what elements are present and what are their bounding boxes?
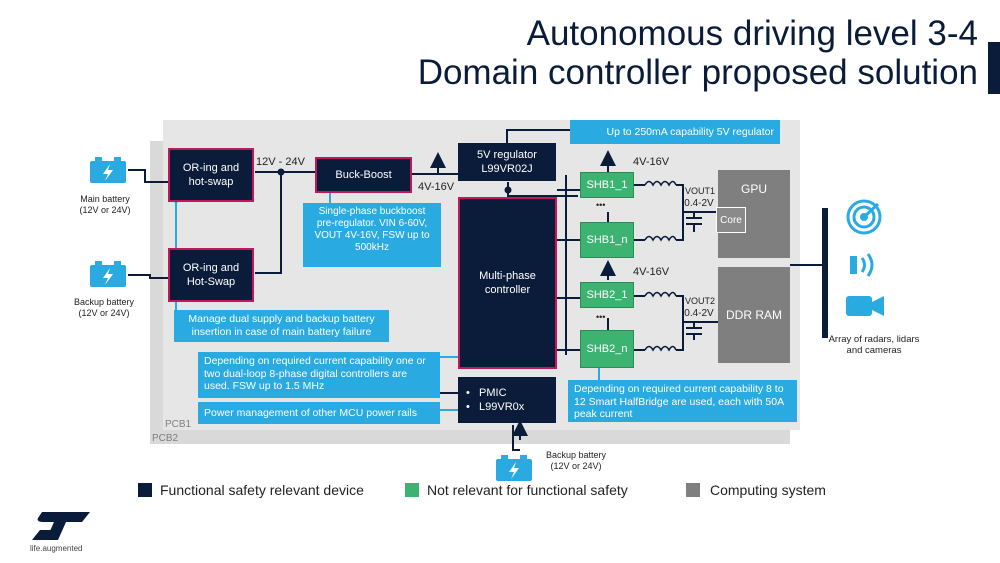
vout2-label: VOUT2: [684, 296, 715, 306]
vout1-label: VOUT1: [684, 186, 715, 196]
note-power-management: Power management of other MCU power rail…: [198, 402, 440, 424]
note-buckboost: Single-phase buckboost pre-regulator. VI…: [303, 203, 441, 267]
backup-battery-bottom-label: Backup battery (12V or 24V): [545, 450, 607, 471]
legend-swatch-not-relevant: [405, 483, 419, 497]
main-battery-label: Main battery (12V or 24V): [79, 194, 131, 215]
buck-boost: Buck-Boost: [315, 157, 412, 193]
note-dual-supply: Manage dual supply and backup battery in…: [174, 310, 389, 342]
shb1-voltage: 4V-16V: [633, 156, 670, 168]
shb2-dots: •••: [596, 312, 606, 322]
lidar-icon: [850, 253, 874, 277]
pcb2-label: PCB2: [152, 433, 179, 444]
legend-label-computing: Computing system: [710, 482, 826, 498]
gpu-core: Core: [716, 207, 746, 233]
title-accent-bar: [988, 42, 1000, 94]
note-current-capability: Depending on required current capability…: [198, 352, 440, 398]
camera-icon: [846, 296, 884, 316]
sensors-label: Array of radars, lidars and cameras: [828, 334, 920, 356]
shb2-voltage: 4V-16V: [633, 266, 670, 278]
inductor-icon: [644, 180, 677, 352]
legend-swatch-computing: [686, 483, 700, 497]
pmic-line1: • PMIC: [466, 387, 507, 399]
radar-icon: [846, 199, 882, 235]
battery-icon: [90, 157, 126, 183]
oring-hotswap-main: OR-ing and hot-swap: [168, 148, 254, 202]
shb1-dots: •••: [596, 200, 606, 210]
pcb1-label: PCB1: [165, 419, 192, 430]
pmic-line2: • L99VR0x: [466, 401, 525, 413]
battery-icon: [496, 455, 532, 481]
shb2-1: SHB2_1: [580, 282, 634, 308]
gpu-label: GPU: [740, 182, 767, 196]
regulator-5v-line2: L99VR02J: [481, 163, 533, 175]
regulator-5v-line1: 5V regulator: [477, 149, 537, 161]
backup-battery-left-label: Backup battery (12V or 24V): [73, 297, 135, 318]
note-halfbridge: Depending on required current capability…: [568, 380, 797, 422]
ddr-ram-block: DDR RAM: [718, 267, 790, 363]
pmic: • PMIC • L99VR0x: [458, 377, 556, 423]
legend-label-functional-safety: Functional safety relevant device: [160, 482, 364, 498]
legend-swatch-functional-safety: [138, 483, 152, 497]
buckboost-out-voltage: 4V-16V: [418, 181, 455, 193]
legend-label-not-relevant: Not relevant for functional safety: [427, 482, 628, 498]
vout2-range: 0.4-2V: [684, 308, 714, 319]
battery-icon: [90, 261, 126, 287]
st-logo-icon: [32, 512, 90, 540]
regulator-5v: 5V regulator L99VR02J: [458, 143, 556, 181]
bus-voltage-label: 12V - 24V: [256, 156, 305, 168]
note-5v-regulator: Up to 250mA capability 5V regulator: [570, 120, 780, 144]
shb1-1: SHB1_1: [580, 172, 634, 198]
shb2-n: SHB2_n: [580, 330, 634, 368]
shb1-n: SHB1_n: [580, 222, 634, 258]
ddr-ram-label: DDR RAM: [726, 308, 782, 322]
slide-title-line2: Domain controller proposed solution: [417, 53, 978, 92]
oring-hotswap-backup: OR-ing and Hot-Swap: [168, 248, 254, 302]
logo-tagline: life.augmented: [30, 544, 83, 553]
slide-title-line1: Autonomous driving level 3-4: [526, 14, 978, 53]
gpu-block: GPU: [718, 170, 790, 258]
vout1-range: 0.4-2V: [684, 198, 714, 209]
multi-phase-controller: Multi-phase controller: [458, 197, 557, 369]
